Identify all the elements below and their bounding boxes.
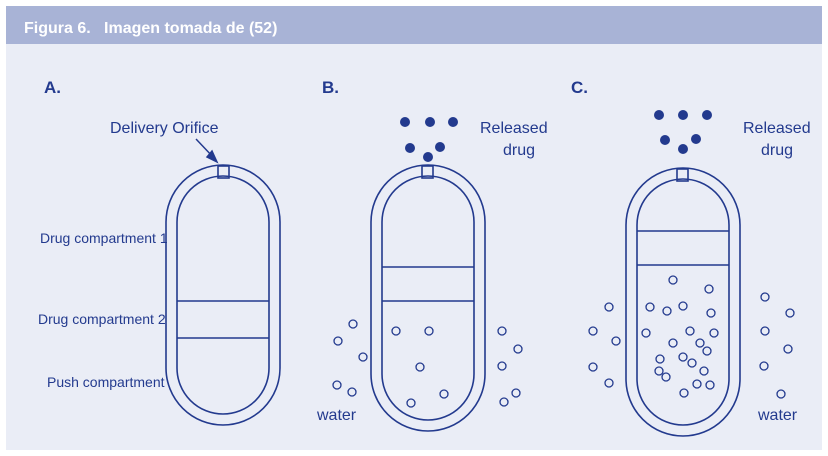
panel-b: Released drug water (316, 117, 548, 432)
capsule-a-orifice (217, 165, 230, 179)
capsule-c-outer (625, 167, 741, 437)
released-drug-dots-b (400, 117, 458, 162)
panel-b-letter: B. (322, 78, 339, 97)
capsule-c (625, 167, 741, 437)
panel-a-letter: A. (44, 78, 61, 97)
figure-title: Figura 6. Imagen tomada de (52) (24, 20, 278, 37)
capsule-a-outer (165, 164, 281, 426)
capsule-c-inner (636, 178, 730, 426)
capsule-b (370, 164, 486, 432)
drug-compartment-2-label: Drug compartment 2 (38, 311, 166, 327)
drug-compartment-1-label: Drug compartment 1 (40, 230, 168, 246)
figure-frame (6, 6, 822, 450)
push-compartment-label: Push compartment (47, 374, 165, 390)
released-drug-label-c-line2: drug (761, 142, 793, 159)
capsule-b-outer (370, 164, 486, 432)
title-bar (6, 6, 822, 44)
water-circles-c (588, 275, 795, 399)
panel-c: Released drug (588, 110, 811, 437)
capsule-b-inner (381, 175, 475, 421)
water-circles-b (332, 319, 523, 408)
capsule-b-orifice (421, 165, 434, 179)
released-drug-dots-c (654, 110, 712, 154)
delivery-orifice-label: Delivery Orifice (110, 120, 219, 137)
released-drug-label-b-line1: Released (480, 120, 548, 137)
capsule-a (165, 164, 281, 426)
panel-c-letter: C. (571, 78, 588, 97)
released-drug-label-b-line2: drug (503, 142, 535, 159)
orifice-arrow (195, 138, 219, 164)
panel-a: Delivery Orifice Drug compartment 1 Drug… (38, 120, 281, 426)
water-label-c: water (757, 407, 798, 424)
water-label-b: water (316, 407, 357, 424)
capsule-a-inner (176, 175, 270, 415)
capsule-c-orifice (676, 168, 689, 182)
released-drug-label-c-line1: Released (743, 120, 811, 137)
